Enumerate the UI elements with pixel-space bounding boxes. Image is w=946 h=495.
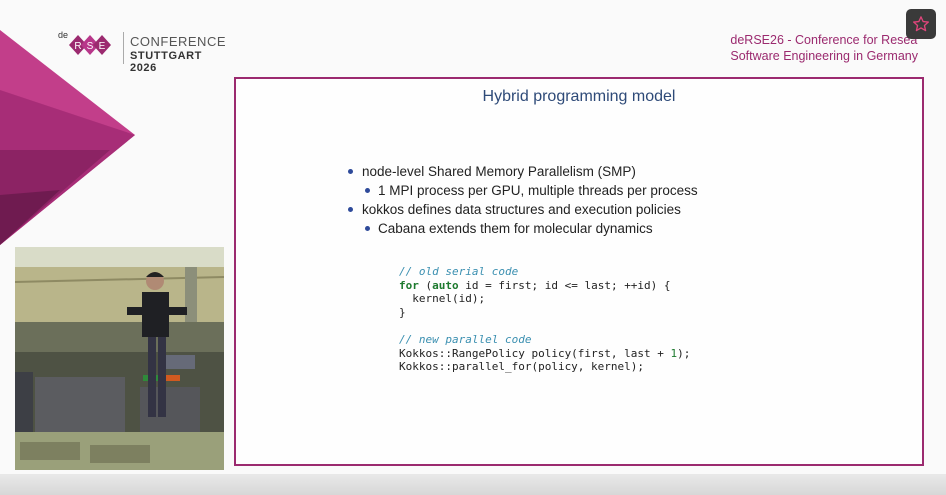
- favorite-button[interactable]: [906, 9, 936, 39]
- code-line: Kokkos::RangePolicy policy(first, last +: [399, 346, 671, 360]
- derse-logo-icon: de R S E: [58, 30, 111, 55]
- code-line: }: [399, 305, 406, 319]
- bullet-item: node-level Shared Memory Parallelism (SM…: [348, 162, 698, 181]
- svg-text:S: S: [87, 41, 94, 52]
- code-block: // old serial code for (auto id = first;…: [399, 265, 691, 374]
- svg-text:de: de: [58, 30, 68, 40]
- code-comment: // old serial code: [399, 265, 519, 278]
- code-line: Kokkos::parallel_for(policy, kernel);: [399, 360, 645, 374]
- bottom-bar: [0, 474, 946, 495]
- slide-bullets: node-level Shared Memory Parallelism (SM…: [348, 162, 698, 238]
- sub-bullet-item: 1 MPI process per GPU, multiple threads …: [348, 181, 698, 200]
- code-keyword-for: for: [399, 278, 419, 292]
- bullet-dot-icon: [348, 169, 353, 174]
- bullet-item: kokkos defines data structures and execu…: [348, 200, 698, 219]
- conference-header: deRSE26 - Conference for Resea Software …: [730, 32, 918, 64]
- presentation-slide: Hybrid programming model node-level Shar…: [234, 77, 924, 466]
- header-line2: Software Engineering in Germany: [730, 49, 918, 63]
- code-keyword-auto: auto: [432, 278, 459, 292]
- star-outline-icon: [912, 16, 930, 32]
- speaker-video[interactable]: [15, 247, 224, 470]
- svg-text:R: R: [74, 41, 81, 52]
- conference-logo: de R S E CONFERENCE STUTTGART 2026: [58, 29, 228, 74]
- code-comment: // new parallel code: [399, 332, 532, 346]
- svg-text:E: E: [99, 41, 106, 52]
- code-line: kernel(id);: [399, 292, 486, 306]
- logo-city-text: STUTTGART 2026: [130, 50, 203, 74]
- logo-divider: [123, 32, 124, 64]
- speaker-video-frame: [15, 247, 224, 470]
- bullet-dot-icon: [348, 207, 353, 212]
- header-line1: deRSE26 - Conference for Resea: [730, 33, 918, 47]
- logo-conference-text: CONFERENCE: [130, 34, 227, 49]
- bullet-dot-icon: [365, 188, 370, 193]
- code-number: 1: [670, 346, 678, 360]
- bullet-dot-icon: [365, 226, 370, 231]
- slide-title: Hybrid programming model: [482, 88, 676, 105]
- sub-bullet-item: Cabana extends them for molecular dynami…: [348, 219, 698, 238]
